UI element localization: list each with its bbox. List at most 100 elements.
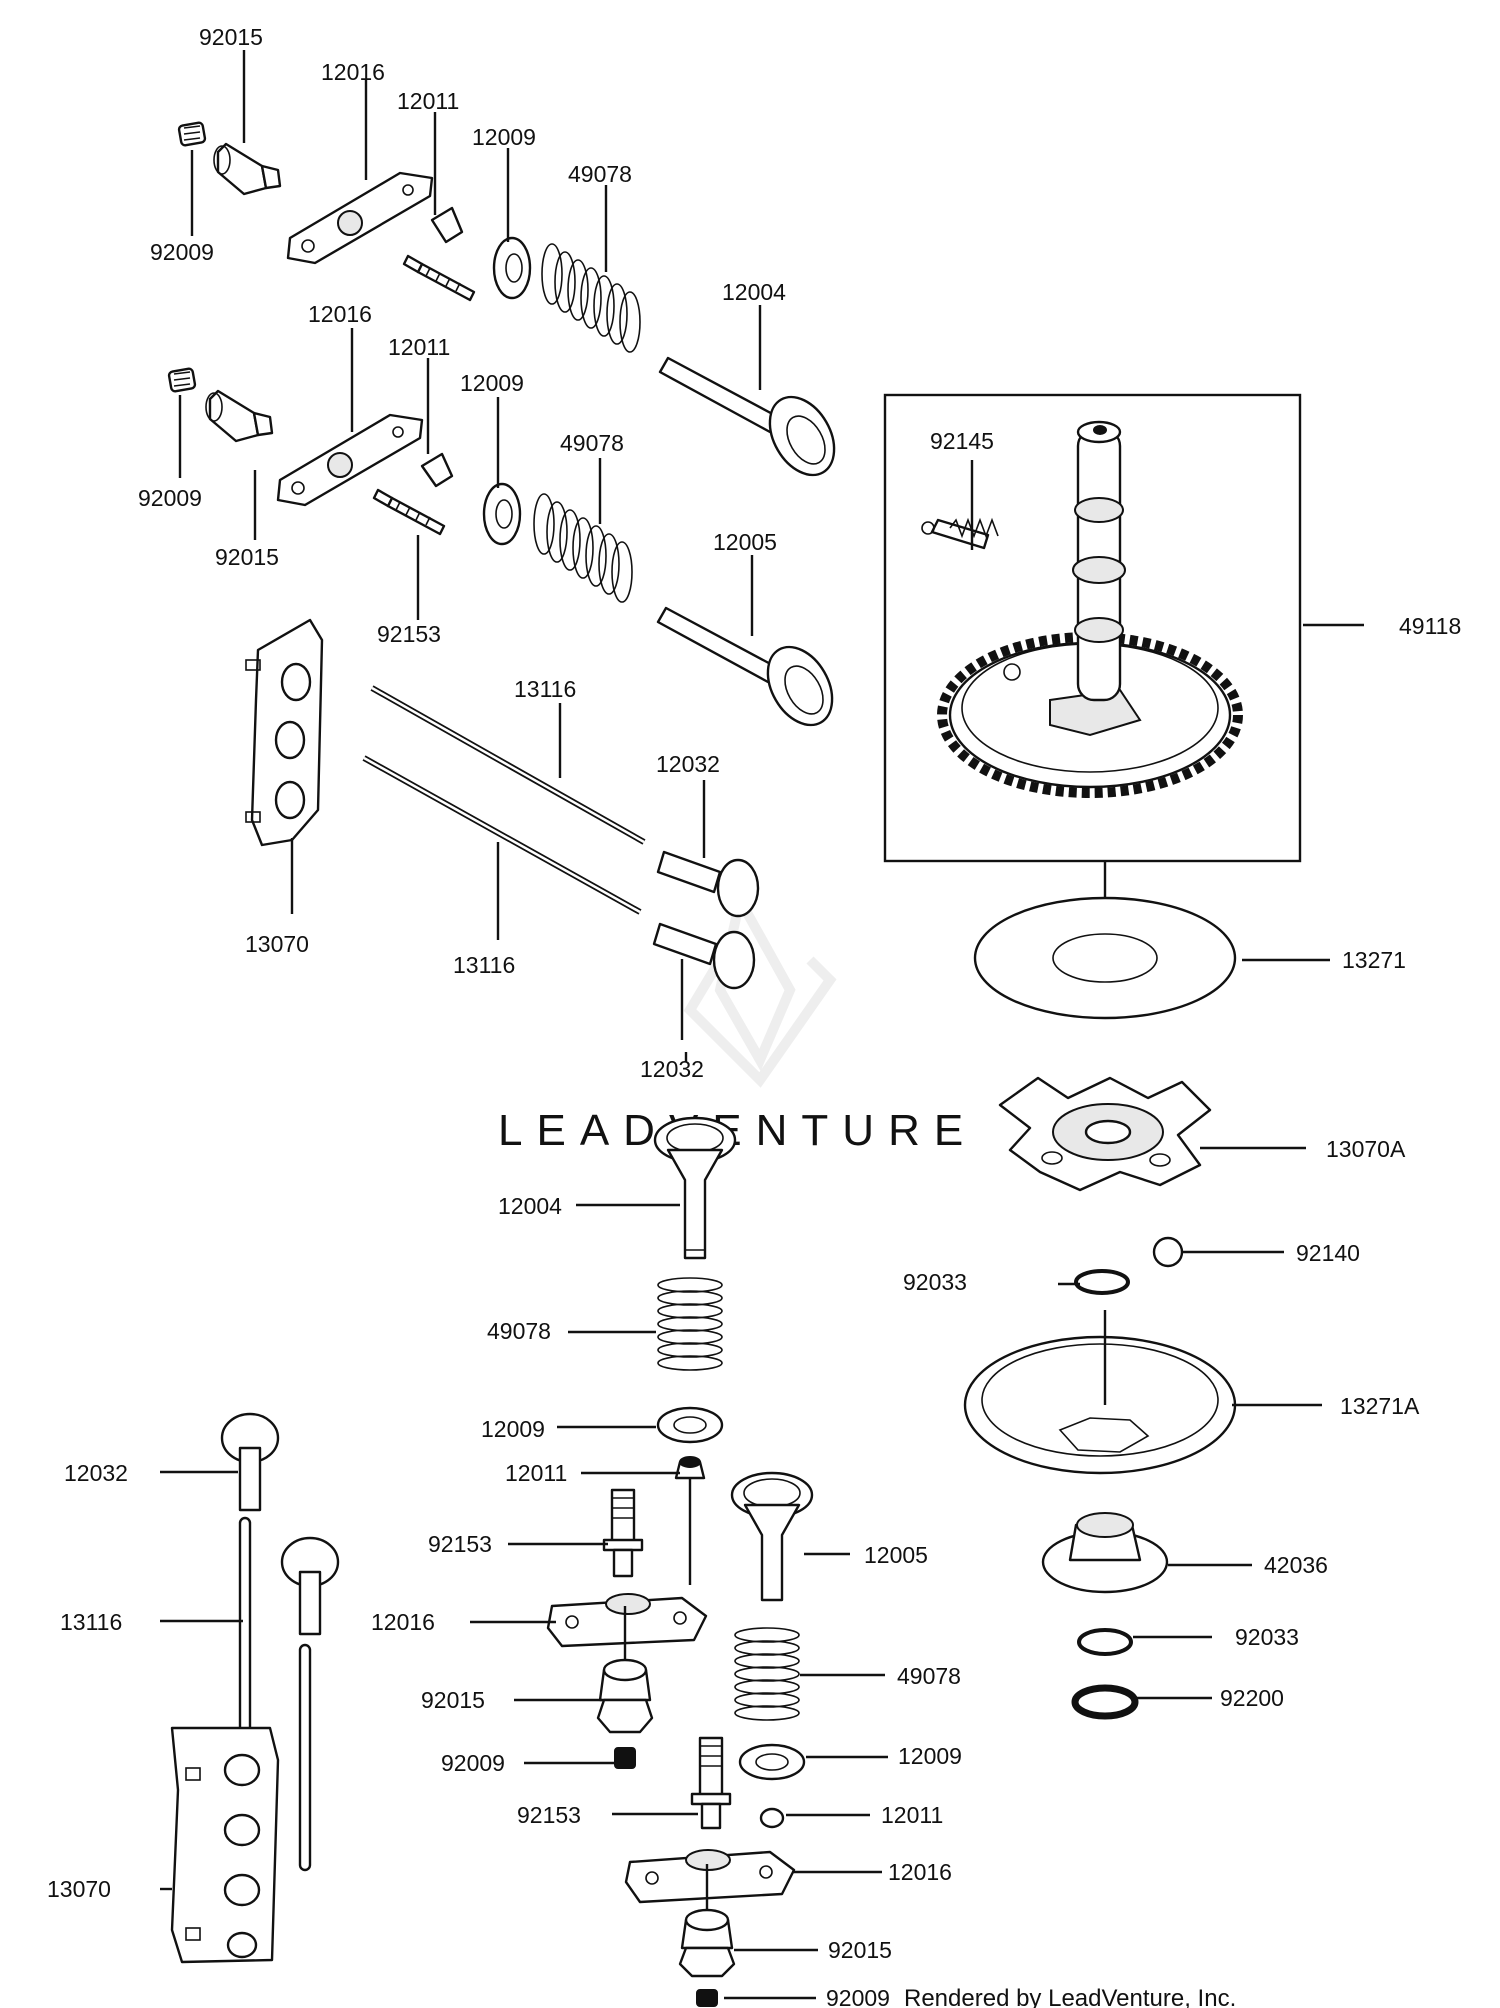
center-valve-cap-part <box>759 1807 785 1829</box>
callout-label: 92033 <box>1235 1624 1299 1650</box>
valve-cap-part <box>420 452 454 488</box>
callout-label: 49078 <box>897 1663 961 1689</box>
valve-spring-part <box>541 243 641 353</box>
leader-lines <box>160 50 1364 2000</box>
callout-label: 92153 <box>428 1531 492 1557</box>
camshaft-group-box <box>883 393 1302 863</box>
center-rocker-arm-part <box>546 1593 708 1648</box>
upper-rocker-assembly-2 <box>167 367 834 727</box>
callout-label: 12032 <box>656 751 720 777</box>
upper-guide-plate-part <box>245 618 324 847</box>
callout-label: 92009 <box>441 1750 505 1776</box>
snap-ring-part <box>1077 1628 1133 1656</box>
center-rocker-arm-part <box>624 1849 796 1904</box>
governor-holder-part <box>998 1076 1212 1192</box>
callout-label: 92033 <box>903 1269 967 1295</box>
callout-label: 12004 <box>498 1193 562 1219</box>
spring-retainer-part <box>492 236 532 300</box>
decomp-spring-part <box>921 517 999 550</box>
center-valve-spring-part <box>657 1277 723 1371</box>
upper-pushrods-part <box>362 685 646 915</box>
rocker-arm-part <box>276 413 424 507</box>
callout-label: 42036 <box>1264 1552 1328 1578</box>
exhaust-valve-part <box>656 606 834 727</box>
callout-label: 13116 <box>453 952 515 978</box>
callout-label: 12016 <box>888 1859 952 1885</box>
callout-label: 92153 <box>377 621 441 647</box>
center-set-screw-part <box>696 1989 718 2007</box>
washer-part <box>1071 1684 1139 1720</box>
callout-label: 12004 <box>722 279 786 305</box>
callout-label: 92009 <box>138 485 202 511</box>
callout-label: 12009 <box>481 1416 545 1442</box>
governor-ball-part <box>1152 1236 1184 1268</box>
callout-label: 13271 <box>1342 947 1406 973</box>
center-spring-retainer-part <box>738 1743 806 1781</box>
callout-label: 49078 <box>487 1318 551 1344</box>
callout-label: 12009 <box>898 1743 962 1769</box>
callout-label: 92009 <box>826 1985 890 2008</box>
callout-label: 49118 <box>1399 613 1461 639</box>
callout-label: 12032 <box>640 1056 704 1082</box>
callout-label: 12005 <box>864 1542 928 1568</box>
callout-label: 92140 <box>1296 1240 1360 1266</box>
callout-label: 13070 <box>47 1876 111 1902</box>
callout-label: 92015 <box>215 544 279 570</box>
callout-label: 12011 <box>505 1460 567 1486</box>
callout-label: 12005 <box>713 529 777 555</box>
callout-label: 13271A <box>1340 1393 1420 1419</box>
callout-label: 12009 <box>460 370 524 396</box>
callout-label: 12016 <box>371 1609 435 1635</box>
center-spring-retainer-part <box>656 1406 724 1444</box>
lower-guide-plate-part <box>170 1726 280 1964</box>
valve-spring-part <box>533 493 633 603</box>
center-set-screw-part <box>614 1747 636 1769</box>
callout-label: 92153 <box>517 1802 581 1828</box>
center-nut-part <box>596 1658 654 1734</box>
intake-valve-part <box>658 356 836 477</box>
callout-label: 92200 <box>1220 1685 1284 1711</box>
rocker-stud-part <box>372 488 446 536</box>
retaining-ring-part <box>1074 1269 1130 1295</box>
callout-label: 13116 <box>60 1609 122 1635</box>
governor-gear-part <box>1041 1512 1169 1594</box>
callout-label: 92145 <box>930 428 994 454</box>
callout-label: 92009 <box>150 239 214 265</box>
callout-label: 49078 <box>560 430 624 456</box>
callout-label: 13070A <box>1326 1136 1406 1162</box>
lower-tappet-part <box>220 1412 280 1512</box>
nut-part <box>204 389 274 443</box>
watermark-text: LEADVENTURE <box>498 1106 977 1155</box>
callout-label: 12016 <box>321 59 385 85</box>
callout-label: 13116 <box>514 676 576 702</box>
valve-cap-part <box>430 206 464 244</box>
center-stud-part <box>690 1736 732 1830</box>
upper-tappets-part <box>652 850 760 990</box>
governor-cup-part <box>963 1335 1237 1475</box>
camshaft-gear-part <box>937 420 1243 798</box>
center-exhaust-valve-part <box>730 1471 814 1602</box>
nut-part <box>212 142 282 196</box>
callout-label: 49078 <box>568 161 632 187</box>
center-valve-cap-part <box>674 1456 706 1480</box>
callout-label: 92015 <box>828 1937 892 1963</box>
center-valve-spring-part <box>734 1627 800 1721</box>
callout-labels: 92015 12016 12011 12009 49078 92009 1200… <box>47 24 1461 2008</box>
callout-label: 92015 <box>421 1687 485 1713</box>
lower-tappet-part <box>280 1536 340 1636</box>
callout-label: 12011 <box>397 88 459 114</box>
set-screw-part <box>177 121 207 147</box>
spring-retainer-part <box>482 482 522 546</box>
center-intake-valve-part <box>653 1116 737 1260</box>
thrust-washer-part <box>973 896 1237 1020</box>
callout-label: 12016 <box>308 301 372 327</box>
rocker-stud-part <box>402 254 476 302</box>
rendered-by-credit: Rendered by LeadVenture, Inc. <box>904 1985 1236 2008</box>
rocker-arm-part <box>286 171 434 265</box>
callout-label: 12009 <box>472 124 536 150</box>
callout-label: 12011 <box>881 1802 943 1828</box>
callout-label: 12011 <box>388 334 450 360</box>
upper-rocker-assembly-1 <box>177 121 836 477</box>
center-stud-part <box>602 1488 644 1578</box>
